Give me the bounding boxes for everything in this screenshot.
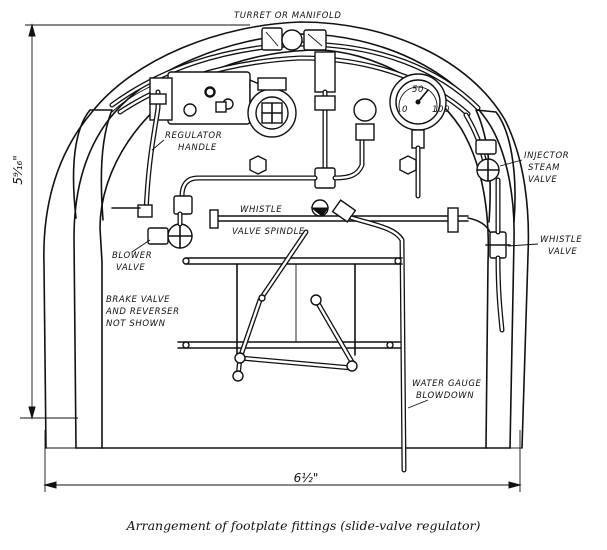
brake-note-1: BRAKE VALVE (106, 295, 170, 305)
regulator-valve-wheel (247, 77, 297, 138)
reverser-linkage (232, 229, 358, 382)
width-dimension-label: 6½" (294, 471, 319, 485)
blower-label-2: VALVE (116, 263, 145, 273)
regulator-handle-label-1: REGULATOR (165, 131, 222, 141)
turret-label: TURRET OR MANIFOLD (234, 11, 341, 21)
small-gauge (353, 98, 377, 141)
backhead-studs (205, 87, 417, 175)
centre-steam-column (314, 51, 365, 189)
whistle-valve (485, 177, 511, 333)
injector-steam-valve (463, 112, 500, 182)
blowdown-label-2: BLOWDOWN (416, 391, 474, 401)
gauge-scale-start: 0 (402, 105, 408, 115)
blowdown-label-1: WATER GAUGE (412, 379, 482, 389)
width-dimension: 6½" (43, 430, 522, 492)
pressure-gauge: 0 50 100 (389, 73, 450, 199)
whistle-label: WHISTLE (240, 205, 282, 215)
whistle-valve-label-2: VALVE (548, 247, 577, 257)
injector-label-3: VALVE (528, 175, 557, 185)
brake-note-2: AND REVERSER (105, 307, 180, 317)
whistle-spindle-label: VALVE SPINDLE (232, 227, 305, 237)
regulator-handle (111, 89, 167, 218)
regulator-handle-label-2: HANDLE (178, 143, 217, 153)
injector-label-1: INJECTOR (524, 151, 569, 161)
gauge-scale-mid: 50 (412, 85, 424, 95)
injector-label-2: STEAM (528, 163, 560, 173)
gauge-scale-end: 100 (432, 105, 450, 115)
blower-valve (147, 195, 193, 249)
brake-note-3: NOT SHOWN (106, 319, 166, 329)
water-gauge-blowdown (331, 199, 407, 473)
whistle-valve-label-1: WHISTLE (540, 235, 582, 245)
figure-caption: Arrangement of footplate fittings (slide… (126, 518, 481, 533)
blower-pipework (179, 175, 318, 199)
height-dimension-label: 5⁹⁄₁₆" (11, 155, 25, 185)
blower-label-1: BLOWER (112, 251, 152, 261)
footplate-fittings-diagram: 5⁹⁄₁₆" 6½" (11, 11, 582, 492)
height-dimension: 5⁹⁄₁₆" (11, 23, 250, 420)
reverser-frame (177, 257, 403, 356)
